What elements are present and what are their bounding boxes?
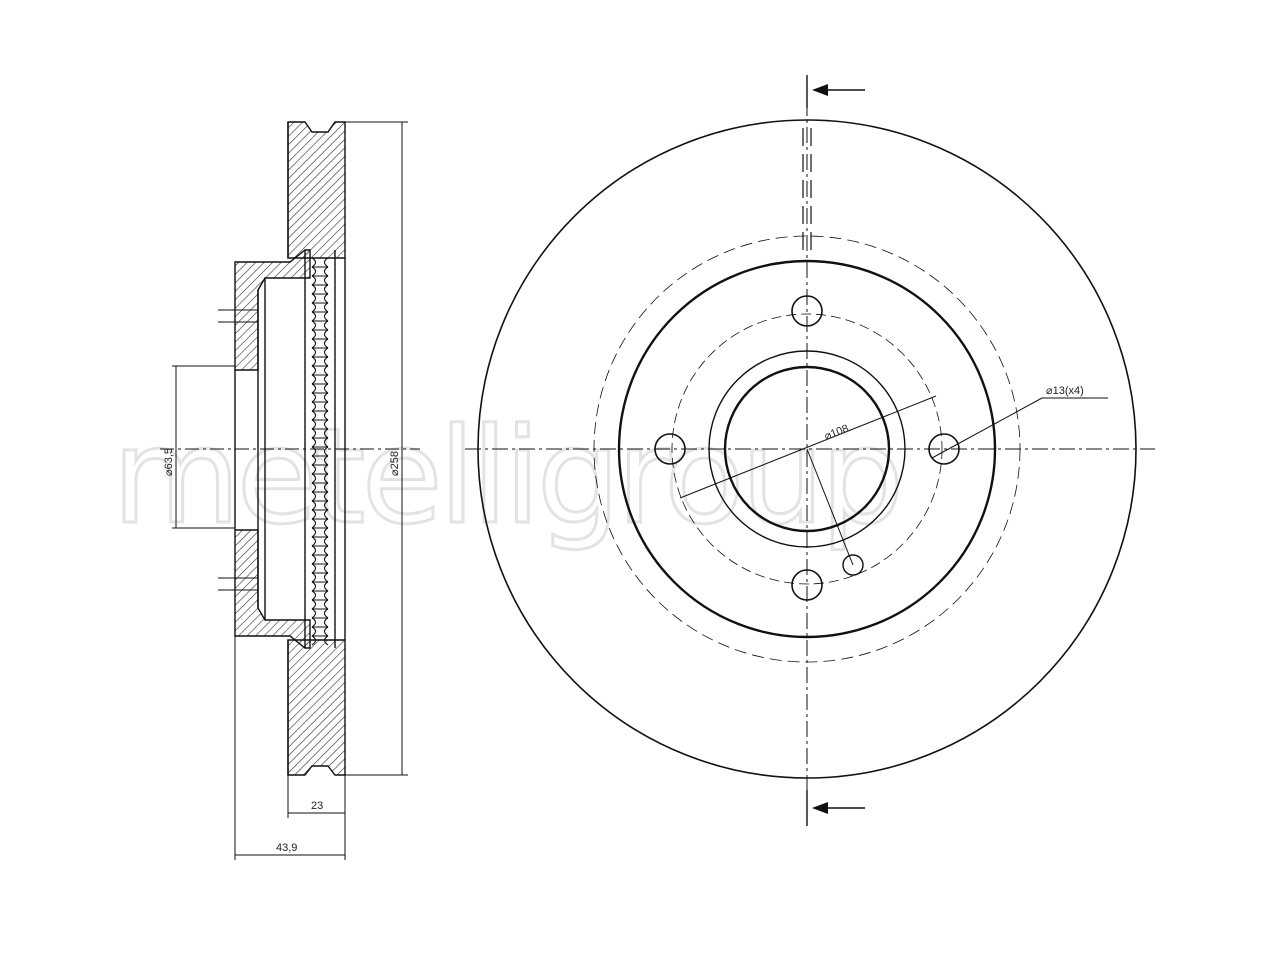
- vent-vane: [311, 275, 329, 286]
- vent-vane: [311, 518, 329, 529]
- dim-center-bore: ⌀63,5: [163, 448, 175, 476]
- vent-vane: [311, 446, 329, 457]
- vent-vane: [311, 266, 329, 277]
- vent-vane: [311, 545, 329, 556]
- vent-vane: [311, 320, 329, 331]
- pcd-circle: [671, 313, 943, 585]
- vent-vane: [311, 599, 329, 610]
- upper-ring-section: [287, 121, 346, 259]
- front-view: [465, 75, 1155, 826]
- vent-vane: [311, 284, 329, 295]
- vent-vane: [311, 410, 329, 421]
- center-bore: [723, 365, 891, 533]
- vent-vane: [311, 437, 329, 448]
- hat-outer-edge: [617, 259, 997, 639]
- vent-vane: [311, 626, 329, 637]
- vent-vane: [311, 608, 329, 619]
- section-arrow-top: [812, 84, 828, 96]
- vent-vane: [311, 482, 329, 493]
- vent-vane: [311, 635, 329, 646]
- dim-thickness: 23: [311, 800, 323, 812]
- vent-vane: [311, 374, 329, 385]
- vent-vane: [311, 563, 329, 574]
- side-view: [160, 121, 420, 776]
- vent-vane: [311, 536, 329, 547]
- vent-vane: [311, 293, 329, 304]
- side-dimensions: [172, 121, 408, 860]
- watermark-text: metelligroup: [112, 400, 900, 554]
- vent-vane: [311, 455, 329, 466]
- vent-vane: [311, 428, 329, 439]
- vent-vane: [311, 392, 329, 403]
- dim-total-height: 43,9: [276, 842, 297, 854]
- vent-vane: [311, 581, 329, 592]
- vent-vane: [311, 302, 329, 313]
- vent-vane: [311, 329, 329, 340]
- vent-vane: [311, 473, 329, 484]
- vent-vane: [311, 491, 329, 502]
- dim-diameter-258: ⌀258: [389, 451, 401, 476]
- vent-vane: [311, 572, 329, 583]
- vent-vane: [311, 590, 329, 601]
- vent-vane: [311, 365, 329, 376]
- section-arrow-bottom: [812, 802, 828, 814]
- vent-vane: [311, 347, 329, 358]
- vent-vane: [311, 554, 329, 565]
- upper-hub-section: [234, 249, 311, 371]
- dim-bolt-holes: ⌀13(x4): [1046, 385, 1084, 397]
- vent-vane: [311, 401, 329, 412]
- locating-hole: [842, 554, 864, 576]
- vent-vane: [311, 509, 329, 520]
- lower-ring-section: [287, 639, 346, 776]
- vent-vane: [311, 356, 329, 367]
- vent-vane: [311, 500, 329, 511]
- vent-vane: [311, 311, 329, 322]
- vent-vane: [311, 383, 329, 394]
- vent-vanes: [311, 257, 329, 646]
- vent-vane: [311, 617, 329, 628]
- vent-vane: [311, 464, 329, 475]
- vent-vane: [311, 257, 329, 268]
- vent-vane: [311, 338, 329, 349]
- vent-vane: [311, 419, 329, 430]
- vent-vane: [311, 527, 329, 538]
